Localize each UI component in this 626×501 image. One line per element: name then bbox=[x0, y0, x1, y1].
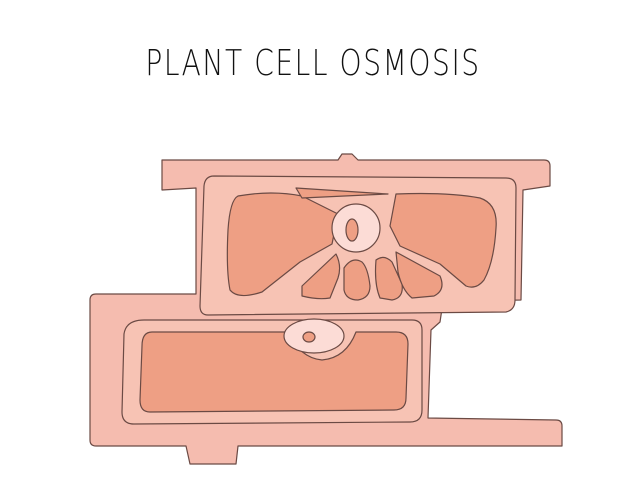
lower-cell-vacuole bbox=[139, 331, 409, 413]
upper-cell-vacuole-top-strip bbox=[295, 187, 389, 199]
upper-cell-vacuole-lower-3 bbox=[374, 256, 403, 301]
diagram-title: PLANT CELL OSMOSIS bbox=[145, 43, 481, 84]
upper-cell-nucleolus bbox=[345, 218, 359, 242]
upper-cell-vacuole-lower-1 bbox=[301, 253, 341, 300]
upper-cell-vacuole-right bbox=[389, 192, 497, 288]
upper-cell-vacuole-left bbox=[226, 192, 339, 297]
lower-cell-nucleolus bbox=[302, 331, 316, 343]
upper-cell-vacuole-lower-2 bbox=[343, 259, 371, 301]
upper-cell-vacuole-lower-4 bbox=[395, 251, 443, 299]
